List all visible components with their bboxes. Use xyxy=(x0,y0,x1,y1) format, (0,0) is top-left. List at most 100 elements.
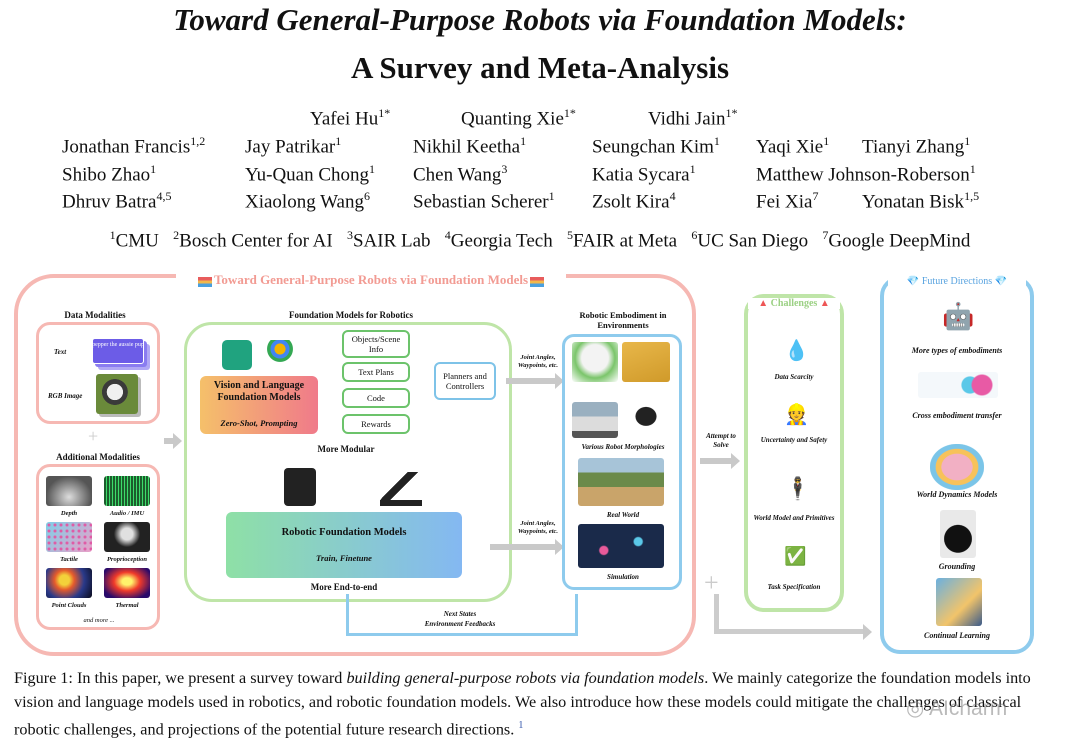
author: Quanting Xie1* xyxy=(461,106,576,130)
future-item: More types of embodiments xyxy=(911,346,1003,355)
rgb-label: RGB Image xyxy=(48,392,83,400)
point-cloud-image xyxy=(46,568,92,598)
warning-icon: ▲ xyxy=(819,298,830,309)
humanoid-icon: 🤖 xyxy=(942,302,975,331)
figure-icon: 🕴 xyxy=(784,476,812,501)
author: Yu-Quan Chong1 xyxy=(245,162,376,186)
vlm-subtitle: Zero-Shot, Prompting xyxy=(220,418,298,428)
diamond-icon: 💎 xyxy=(994,276,1008,287)
paper-title-line1: Toward General-Purpose Robots via Founda… xyxy=(173,2,907,37)
author: Dhruv Batra4,5 xyxy=(62,189,172,213)
robot-arm-photo xyxy=(572,342,618,382)
embodiment-title: Robotic Embodiment in Environments xyxy=(579,310,667,330)
future-item: Grounding xyxy=(938,562,976,571)
warning-icon: ▲ xyxy=(758,298,769,309)
tactile-label: Tactile xyxy=(60,556,78,563)
depth-label: Depth xyxy=(60,510,78,517)
additional-modalities-box xyxy=(36,464,160,630)
author: Yonatan Bisk1,5 xyxy=(862,189,980,213)
text-card: pepper the aussie pup xyxy=(92,342,144,348)
challenges-box xyxy=(744,294,844,612)
author: Tianyi Zhang1 xyxy=(862,134,971,158)
joint-angles-label-1: Joint Angles, Waypoints, etc. xyxy=(517,354,559,369)
palm-logo xyxy=(264,340,296,370)
author: Nikhil Keetha1 xyxy=(413,134,527,158)
robot-icon xyxy=(284,468,316,506)
author: Xiaolong Wang6 xyxy=(245,189,370,213)
drop-icon: 💧 xyxy=(784,340,809,362)
vlm-box xyxy=(200,376,318,434)
joint-angles-label-2: Joint Angles, Waypoints, etc. xyxy=(517,520,559,535)
author: Seungchan Kim1 xyxy=(592,134,720,158)
arrow xyxy=(700,453,740,469)
author: Shibo Zhao1 xyxy=(62,162,157,186)
data-modalities-box xyxy=(36,322,160,424)
author: Vidhi Jain1* xyxy=(648,106,738,130)
future-item: Cross embodiment transfer xyxy=(912,411,1002,420)
more-label: and more ... xyxy=(83,617,115,624)
dog-photo xyxy=(96,374,138,414)
env-feedback-label: Environment Feedbacks xyxy=(424,620,496,628)
challenge-item: Uncertainty and Safety xyxy=(760,436,828,444)
proprioception-image xyxy=(104,522,150,552)
future-item: World Dynamics Models xyxy=(916,490,998,499)
table-scene-photo xyxy=(622,342,670,382)
arrow xyxy=(850,624,872,640)
arrow xyxy=(490,539,564,555)
attempt-label: Attempt to Solve xyxy=(706,432,736,449)
wechat-icon: ◎ xyxy=(906,697,925,720)
car-photo xyxy=(572,402,618,438)
chip-rewards: Rewards xyxy=(342,414,410,434)
robot-arm-icon xyxy=(380,472,422,506)
text-label: Text xyxy=(54,348,67,356)
arrow xyxy=(506,373,564,389)
author: Jay Patrikar1 xyxy=(245,134,342,158)
openai-logo xyxy=(222,340,252,370)
future-item: Continual Learning xyxy=(923,631,991,640)
challenge-item: Task Specification xyxy=(767,583,821,591)
author: Chen Wang3 xyxy=(413,162,508,186)
thermal-label: Thermal xyxy=(115,602,139,609)
figure: Toward General-Purpose Robots via Founda… xyxy=(0,262,1080,662)
paper-title-line2: A Survey and Meta-Analysis xyxy=(350,50,730,85)
author: Zsolt Kira4 xyxy=(592,189,676,213)
continual-learning-image xyxy=(936,578,982,626)
proprioception-label: Proprioception xyxy=(106,556,148,563)
arrow-path xyxy=(714,594,864,634)
data-modalities-title: Data Modalities xyxy=(64,310,126,320)
author: Matthew Johnson-Roberson1 xyxy=(756,162,976,186)
challenge-item: World Model and Primitives xyxy=(753,514,835,522)
figure-caption: Figure 1: In this paper, we present a su… xyxy=(14,669,1031,739)
simulation-label: Simulation xyxy=(607,573,639,581)
tactile-image xyxy=(46,522,92,552)
arrow xyxy=(164,433,182,449)
footnote-marker: 1 xyxy=(518,720,524,731)
rfm-box xyxy=(226,512,462,578)
author: Fei Xia7 xyxy=(756,189,819,213)
simulation-photo xyxy=(578,524,664,568)
text-card-stack xyxy=(92,338,144,364)
oxe-dataset-image xyxy=(918,372,998,398)
challenges-title: ▲ Challenges ▲ xyxy=(748,298,840,309)
banner: Toward General-Purpose Robots via Founda… xyxy=(176,272,566,288)
worker-icon: 👷 xyxy=(784,404,809,426)
chip-objects-scene: Objects/Scene Info xyxy=(342,330,410,358)
challenge-item: Data Scarcity xyxy=(774,373,814,381)
thermal-image xyxy=(104,568,150,598)
fm-title: Foundation Models for Robotics xyxy=(288,310,414,320)
rfm-title: Robotic Foundation Models xyxy=(281,527,407,538)
real-world-label: Real World xyxy=(606,511,640,519)
embodiment-box xyxy=(562,334,682,590)
stack-icon xyxy=(197,276,212,287)
chip-text-plans: Text Plans xyxy=(342,362,410,382)
audio-waveform xyxy=(104,476,150,506)
morph-label: Various Robot Morphologies xyxy=(581,443,665,451)
plus-sign: + xyxy=(704,568,719,597)
author: Yaqi Xie1 xyxy=(756,134,830,158)
diamond-icon: 💎 xyxy=(906,276,920,287)
stack-icon xyxy=(530,276,545,287)
checklist-icon: ✅ xyxy=(784,546,807,566)
quadruped-photo xyxy=(622,402,670,438)
planners-box: Planners and Controllers xyxy=(434,362,496,400)
depth-image xyxy=(46,476,92,506)
